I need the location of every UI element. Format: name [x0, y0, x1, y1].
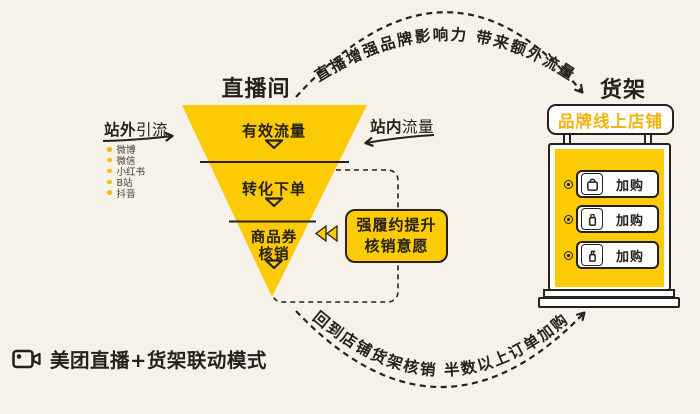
- channel-item: B站: [107, 176, 145, 189]
- callout-line2: 核销意愿: [364, 237, 429, 255]
- svg-text:直播增强品牌影响力 带来额外流量: 直播增强品牌影响力 带来额外流量: [311, 25, 579, 86]
- footer-brand-text: 美团直播+货架联动模式: [50, 349, 267, 372]
- onsite-traffic-arrow: [364, 134, 435, 147]
- add-to-cart-button[interactable]: 加购: [615, 213, 644, 229]
- offsite-traffic-arrow: [102, 131, 174, 142]
- channel-item: 微博: [107, 144, 145, 157]
- shelf-cabinet: 加购 加购 加购: [548, 143, 671, 291]
- svg-text:回到店铺货架核销 半数以上订单加购: 回到店铺货架核销 半数以上订单加购: [309, 308, 572, 380]
- shelf-row-3: 加购: [576, 241, 659, 269]
- callout-line1: 强履约提升: [356, 216, 437, 234]
- conversion-funnel: [182, 105, 367, 297]
- offsite-channel-list: 微博 微信 小红书 B站 抖音: [107, 144, 146, 200]
- shelf-title: 货架: [599, 78, 646, 103]
- funnel-stage3-down-triangle-icon: [264, 259, 284, 270]
- bullet-dot-icon: [107, 168, 112, 174]
- fulfillment-callout: 强履约提升 核销意愿: [345, 209, 448, 263]
- footer-brand: 美团直播+货架联动模式: [12, 344, 267, 373]
- top-flow-dashed-arrow: [295, 11, 584, 98]
- shelf-row-1: 加购: [576, 170, 659, 198]
- shelf-base: [538, 297, 680, 308]
- lotion-bottle-icon: [581, 244, 603, 266]
- offsite-traffic-label-light: 引流: [136, 121, 169, 139]
- offsite-traffic-label: 站外引流: [104, 118, 168, 140]
- add-to-cart-button[interactable]: 加购: [615, 178, 644, 194]
- channel-label: 微博: [116, 145, 136, 157]
- onsite-traffic-label-bold: 站内: [370, 118, 403, 136]
- channel-label: 微信: [116, 156, 136, 168]
- video-camera-icon: [12, 349, 41, 368]
- screw-icon: [564, 215, 573, 224]
- channel-label: 抖音: [116, 188, 136, 200]
- funnel-stage2-down-triangle-icon: [264, 197, 284, 208]
- bullet-dot-icon: [107, 190, 112, 195]
- funnel-stage3-label: 商品券 核销: [250, 230, 298, 264]
- screw-icon: [564, 180, 573, 189]
- channel-item: 微信: [107, 155, 145, 168]
- offsite-traffic-label-bold: 站外: [104, 121, 137, 139]
- channel-item: 抖音: [107, 187, 145, 200]
- bullet-dot-icon: [107, 147, 112, 152]
- double-left-arrow-icon: [325, 224, 338, 243]
- shopping-bag-icon: [581, 173, 603, 195]
- channel-label: B站: [116, 177, 133, 189]
- live-room-title: 直播间: [221, 77, 291, 102]
- bullet-dot-icon: [107, 179, 112, 185]
- cosmetic-jar-icon: [581, 208, 603, 230]
- funnel-stage1-label: 有效流量: [241, 122, 306, 140]
- screw-icon: [564, 251, 573, 260]
- bullet-dot-icon: [107, 157, 112, 163]
- channel-item: 小红书: [107, 166, 146, 178]
- add-to-cart-button[interactable]: 加购: [615, 249, 644, 265]
- channel-label: 小红书: [116, 167, 146, 178]
- onsite-traffic-label: 站内流量: [370, 115, 434, 137]
- top-arc-caption: 直播增强品牌影响力 带来额外流量: [311, 25, 577, 86]
- onsite-traffic-label-light: 流量: [402, 118, 435, 136]
- funnel-stage2-label: 转化下单: [241, 180, 306, 198]
- brand-store-sign: 品牌线上店铺: [547, 104, 674, 135]
- shelf-row-2: 加购: [576, 205, 659, 233]
- bottom-arc-caption: 回到店铺货架核销 半数以上订单加购: [309, 308, 570, 380]
- funnel-stage1-down-triangle-icon: [264, 139, 284, 150]
